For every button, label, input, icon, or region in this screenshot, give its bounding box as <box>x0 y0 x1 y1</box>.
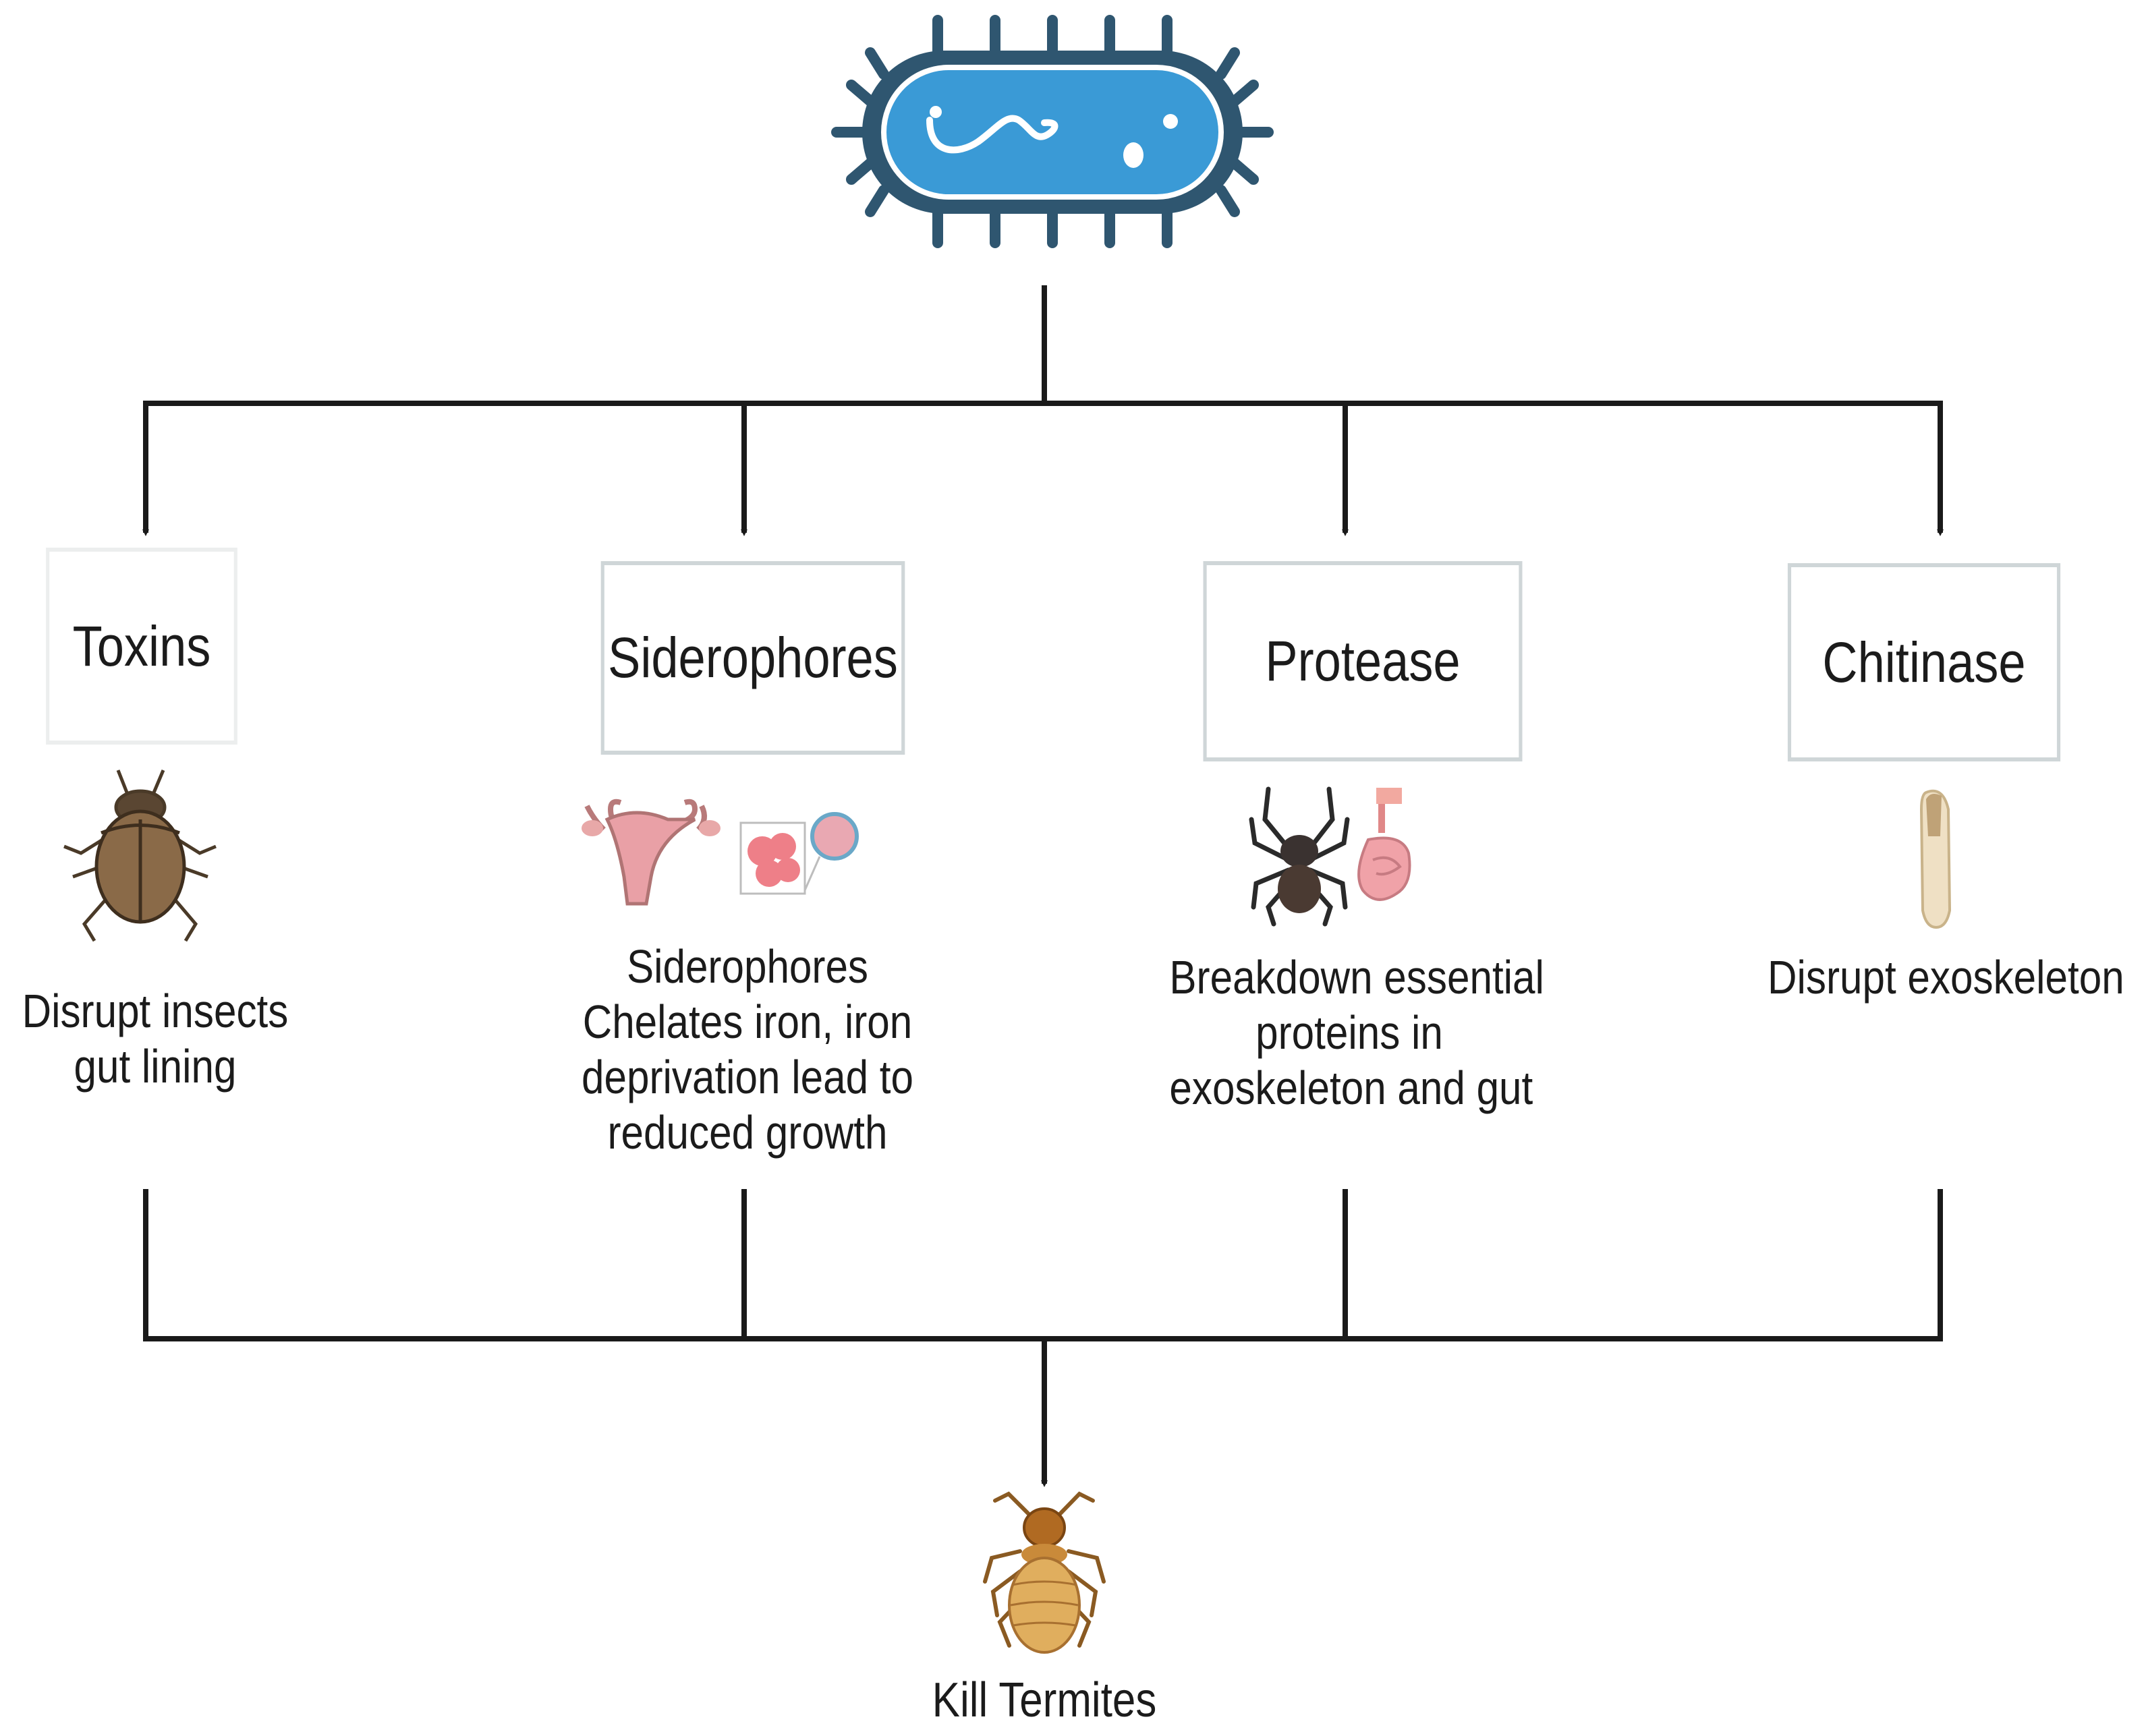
mechanism-description-siderophores: Siderophores Chelates iron, iron depriva… <box>573 939 922 1160</box>
bacterium-icon <box>831 15 1274 248</box>
description-line: exoskeleton and gut <box>1169 1062 1533 1114</box>
beetle-icon <box>63 770 217 942</box>
mechanism-label-toxins: Toxins <box>72 614 211 678</box>
mechanism-description-chitinase: Disrupt exoskeleton <box>1768 950 2124 1005</box>
description-line: reduced growth <box>607 1106 888 1159</box>
converge-connectors <box>143 1189 1943 1487</box>
description-line: proteins in <box>1255 1006 1443 1059</box>
mechanism-label-chitinase: Chitinase <box>1822 630 2026 694</box>
mechanism-box-siderophores: Siderophores <box>600 561 905 755</box>
mechanism-description-toxins: Disrupt insects gut lining <box>22 983 289 1094</box>
description-line: Siderophores <box>626 940 869 993</box>
reproductive-organ-and-cells-icon <box>582 799 859 906</box>
spider-and-gut-icon <box>1249 786 1411 927</box>
mechanism-box-chitinase: Chitinase <box>1787 563 2061 761</box>
larva-icon <box>1919 789 1952 929</box>
mechanism-label-siderophores: Siderophores <box>608 626 898 689</box>
termite-icon <box>983 1491 1106 1654</box>
description-line: Disrupt exoskeleton <box>1768 951 2124 1004</box>
description-line: Breakdown essential <box>1169 951 1544 1004</box>
description-line: deprivation lead to <box>581 1051 913 1103</box>
branch-connectors <box>142 285 1944 536</box>
description-line: Chelates iron, iron <box>582 995 913 1048</box>
description-line: gut lining <box>74 1040 237 1093</box>
mechanism-label-protease: Protease <box>1265 629 1461 693</box>
outcome-label: Kill Termites <box>932 1673 1157 1727</box>
mechanism-box-protease: Protease <box>1203 561 1523 761</box>
mechanism-box-toxins: Toxins <box>46 548 237 745</box>
mechanism-description-protease: Breakdown essential proteins in exoskele… <box>1169 950 1544 1116</box>
description-line: Disrupt insects <box>22 985 289 1037</box>
